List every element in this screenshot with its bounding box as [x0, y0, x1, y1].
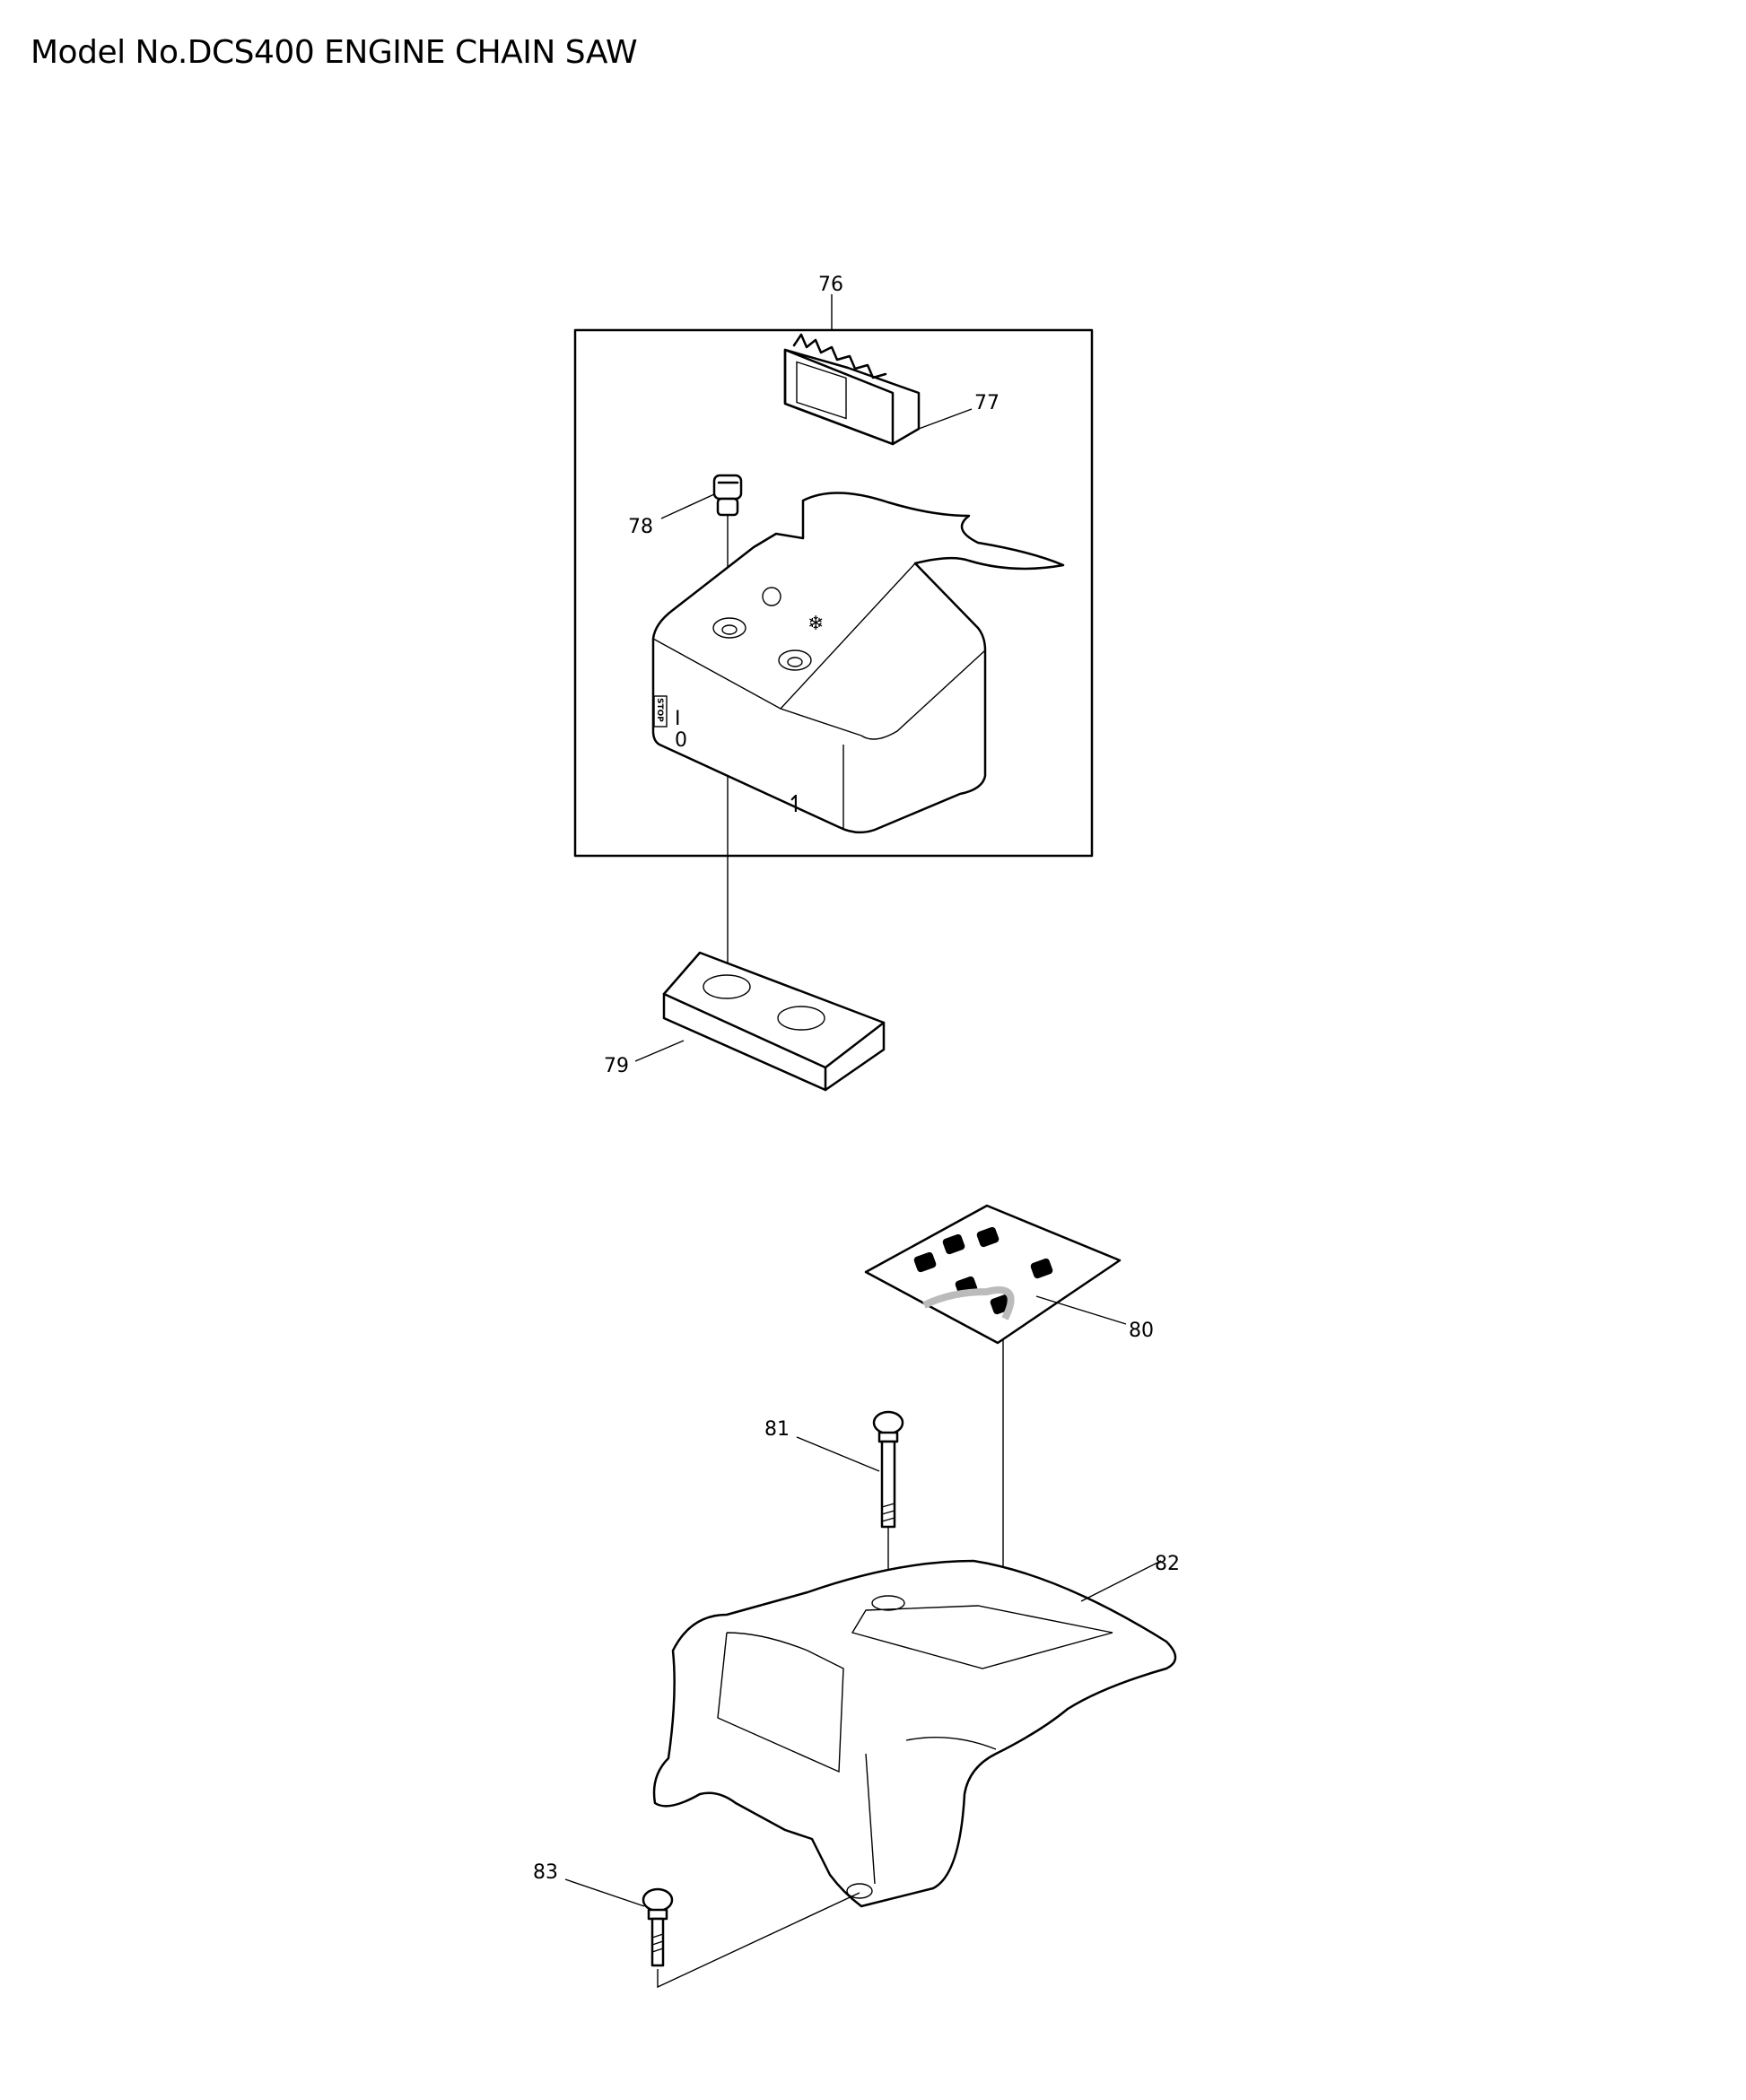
part-label-78: 78	[628, 516, 653, 538]
part-label-80: 80	[1129, 1320, 1154, 1342]
part-label-77: 77	[974, 392, 1000, 414]
part-label-83: 83	[533, 1861, 558, 1884]
part-80-label	[864, 1204, 1122, 1345]
assembly-box-76	[573, 328, 1094, 858]
stop-label-text: STOP	[655, 698, 664, 722]
switch-off-mark: 0	[675, 729, 687, 752]
part-76-cover: ❄ STOP I 0 ↿	[651, 492, 1065, 834]
part-label-79: 79	[604, 1055, 629, 1077]
part-79-filter	[662, 951, 886, 1092]
snowflake-icon: ❄	[808, 613, 824, 635]
part-label-81: 81	[764, 1418, 790, 1441]
page-title: Model No.DCS400 ENGINE CHAIN SAW	[31, 34, 638, 71]
switch-on-mark: I	[675, 708, 681, 730]
sun-icon	[762, 587, 781, 606]
part-label-76: 76	[818, 274, 843, 296]
part-83-screw	[642, 1887, 674, 1967]
choke-arrow-icon: ↿	[786, 791, 806, 818]
part-82-top-cover	[652, 1559, 1177, 1908]
part-77-holder	[783, 333, 921, 446]
stop-label	[653, 695, 668, 728]
part-78-knob	[712, 474, 743, 517]
part-81-screw	[872, 1410, 904, 1529]
part-label-82: 82	[1155, 1553, 1180, 1575]
